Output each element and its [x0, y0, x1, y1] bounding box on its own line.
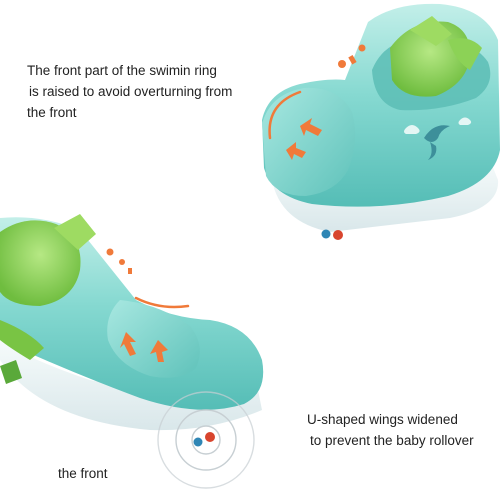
caption-the-front: the front: [58, 463, 108, 484]
swim-ring-top-view: [262, 3, 500, 240]
pressure-arrows: [286, 118, 322, 160]
caption-line: the front: [27, 105, 77, 120]
bead: [193, 437, 203, 447]
brand-letters: [338, 44, 366, 68]
bead: [321, 229, 331, 239]
caption-line: the front: [58, 466, 108, 481]
bead: [205, 432, 215, 442]
caption-line: U-shaped wings widened: [307, 412, 458, 427]
caption-line: The front part of the swimin ring: [27, 63, 217, 78]
caption-u-wings: U-shaped wings widened to prevent the ba…: [307, 409, 474, 451]
brand-letters: [106, 248, 132, 274]
dolphin-icon: [424, 125, 450, 160]
pressure-arrows: [120, 332, 168, 362]
front-focus-circles: [157, 391, 255, 489]
rotation-arc: [134, 296, 190, 309]
caption-line: is raised to avoid overturning from: [29, 84, 233, 99]
bead: [333, 230, 343, 240]
caption-front-raised: The front part of the swimin ring is rai…: [27, 60, 232, 123]
swim-ring-side-view: [0, 214, 264, 489]
caption-line: to prevent the baby rollover: [310, 433, 474, 448]
rotation-arc: [268, 90, 302, 140]
